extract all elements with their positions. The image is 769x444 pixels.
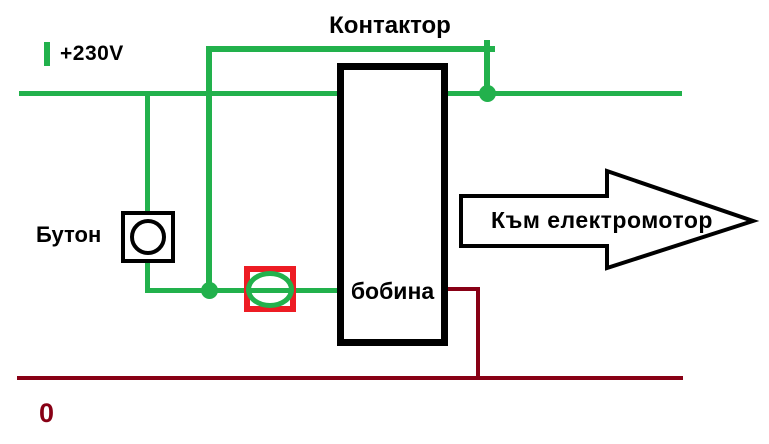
supply-voltage-label: +230V	[60, 42, 124, 65]
button-label: Бутон	[36, 222, 102, 247]
junction-dot-main-line	[479, 85, 496, 102]
live-wire-bridge-top	[207, 46, 495, 52]
button-branch-wire-upper	[145, 93, 150, 211]
coil-label: бобина	[350, 278, 435, 304]
live-wire-bridge-left-drop	[206, 46, 212, 293]
output-arrow	[459, 168, 760, 271]
coil-return-wire-horizontal	[448, 287, 478, 291]
neutral-wire-main	[17, 376, 683, 380]
push-button-symbol	[121, 211, 175, 263]
coil-return-wire-vertical	[476, 287, 480, 380]
contactor-body	[337, 63, 448, 346]
highlight-ellipse	[246, 271, 294, 308]
junction-dot-coil-feed	[201, 282, 218, 299]
button-branch-wire-lower	[145, 261, 150, 293]
live-wire-bridge-stub	[484, 40, 490, 48]
output-arrow-shape	[459, 168, 760, 271]
push-button-circle	[130, 219, 166, 255]
contactor-title: Контактор	[329, 12, 451, 39]
output-arrow-label: Към електромотор	[491, 207, 713, 233]
neutral-zero-label: 0	[39, 398, 55, 428]
live-wire-bridge-right-drop	[484, 46, 490, 95]
supply-indicator-tick	[44, 42, 50, 66]
coil-feed-wire	[145, 288, 342, 293]
